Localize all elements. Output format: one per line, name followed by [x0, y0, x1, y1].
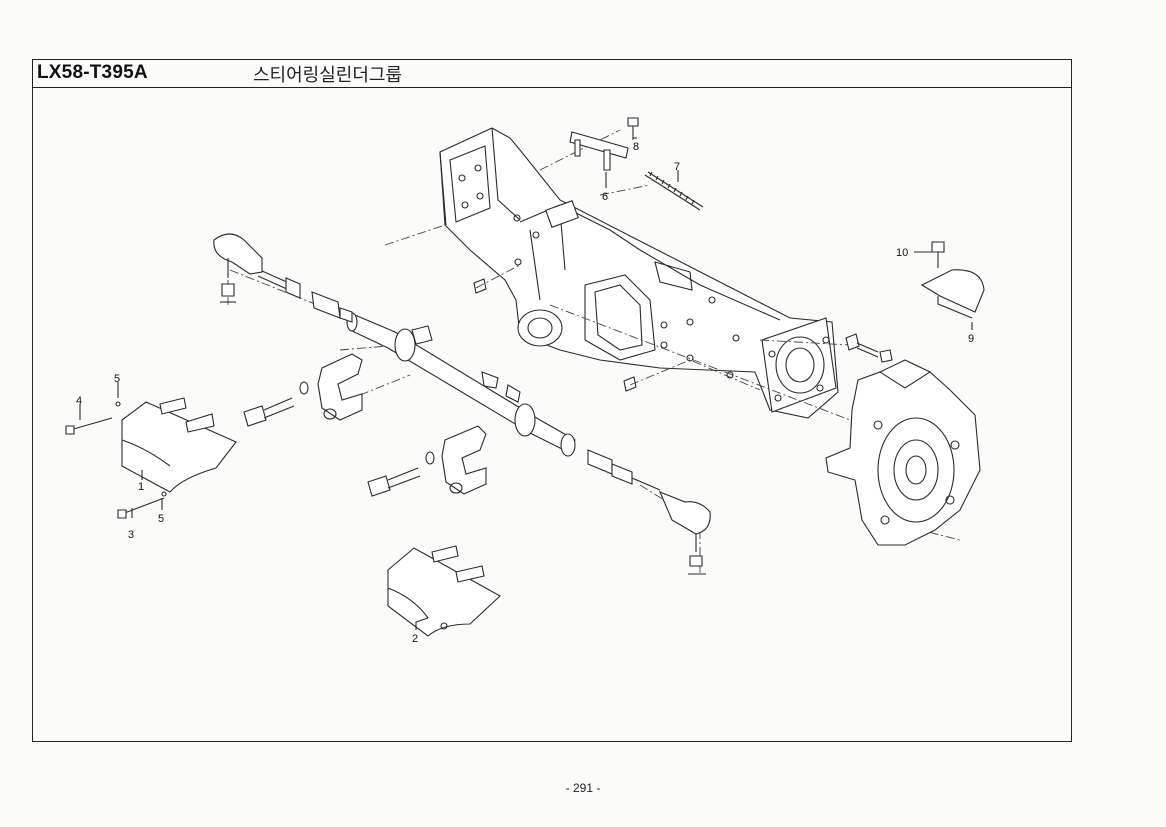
tie-rod-left [257, 269, 353, 323]
tie-rod-right [587, 449, 661, 491]
sensor-cover [920, 269, 985, 319]
callout-4: 4 [76, 395, 82, 407]
callout-labels: 1 2 3 4 5 5 6 7 8 9 10 [76, 141, 974, 645]
page-title: 스티어링실린더그룹 [253, 65, 403, 86]
callout-2: 2 [412, 633, 418, 645]
tie-rod-end-right [658, 490, 711, 575]
clevis-bracket-lower [441, 425, 487, 495]
steering-cylinder [346, 312, 576, 457]
diagram-frame: LX58-T395A 스티어링실린더그룹 [32, 59, 1072, 742]
steering-knuckle-housing [825, 359, 981, 546]
clevis-bolt-upper [243, 381, 309, 427]
page-number: - 291 - [565, 781, 601, 795]
model-code: LX58-T395A [37, 62, 148, 83]
callout-5-upper: 5 [114, 373, 120, 385]
cylinder-guard-1 [121, 397, 237, 493]
callout-9: 9 [968, 333, 974, 345]
callout-6: 6 [602, 191, 608, 203]
cylinder-guard-2 [387, 545, 501, 637]
washers-5 [115, 401, 167, 497]
axle-housing [439, 127, 839, 419]
mounting-bracket [569, 131, 629, 171]
knuckle-bolt [845, 333, 893, 363]
callout-7: 7 [674, 161, 680, 173]
guard-bolt-4 [65, 417, 113, 435]
callout-5-lower: 5 [158, 513, 164, 525]
header-bar: LX58-T395A 스티어링실린더그룹 [33, 60, 1071, 88]
callout-3: 3 [128, 529, 134, 541]
callout-1: 1 [138, 481, 144, 493]
cover-bolt [931, 241, 945, 268]
coil-spring [644, 171, 704, 211]
clevis-bracket-upper [317, 353, 363, 421]
callout-8: 8 [633, 141, 639, 153]
bracket-bolt [627, 117, 639, 140]
leader-lines [79, 137, 973, 630]
clevis-bolt-lower [367, 451, 435, 497]
guard-bolt-3 [117, 497, 165, 519]
callout-10: 10 [896, 247, 908, 259]
tie-rod-end-left [213, 233, 263, 303]
